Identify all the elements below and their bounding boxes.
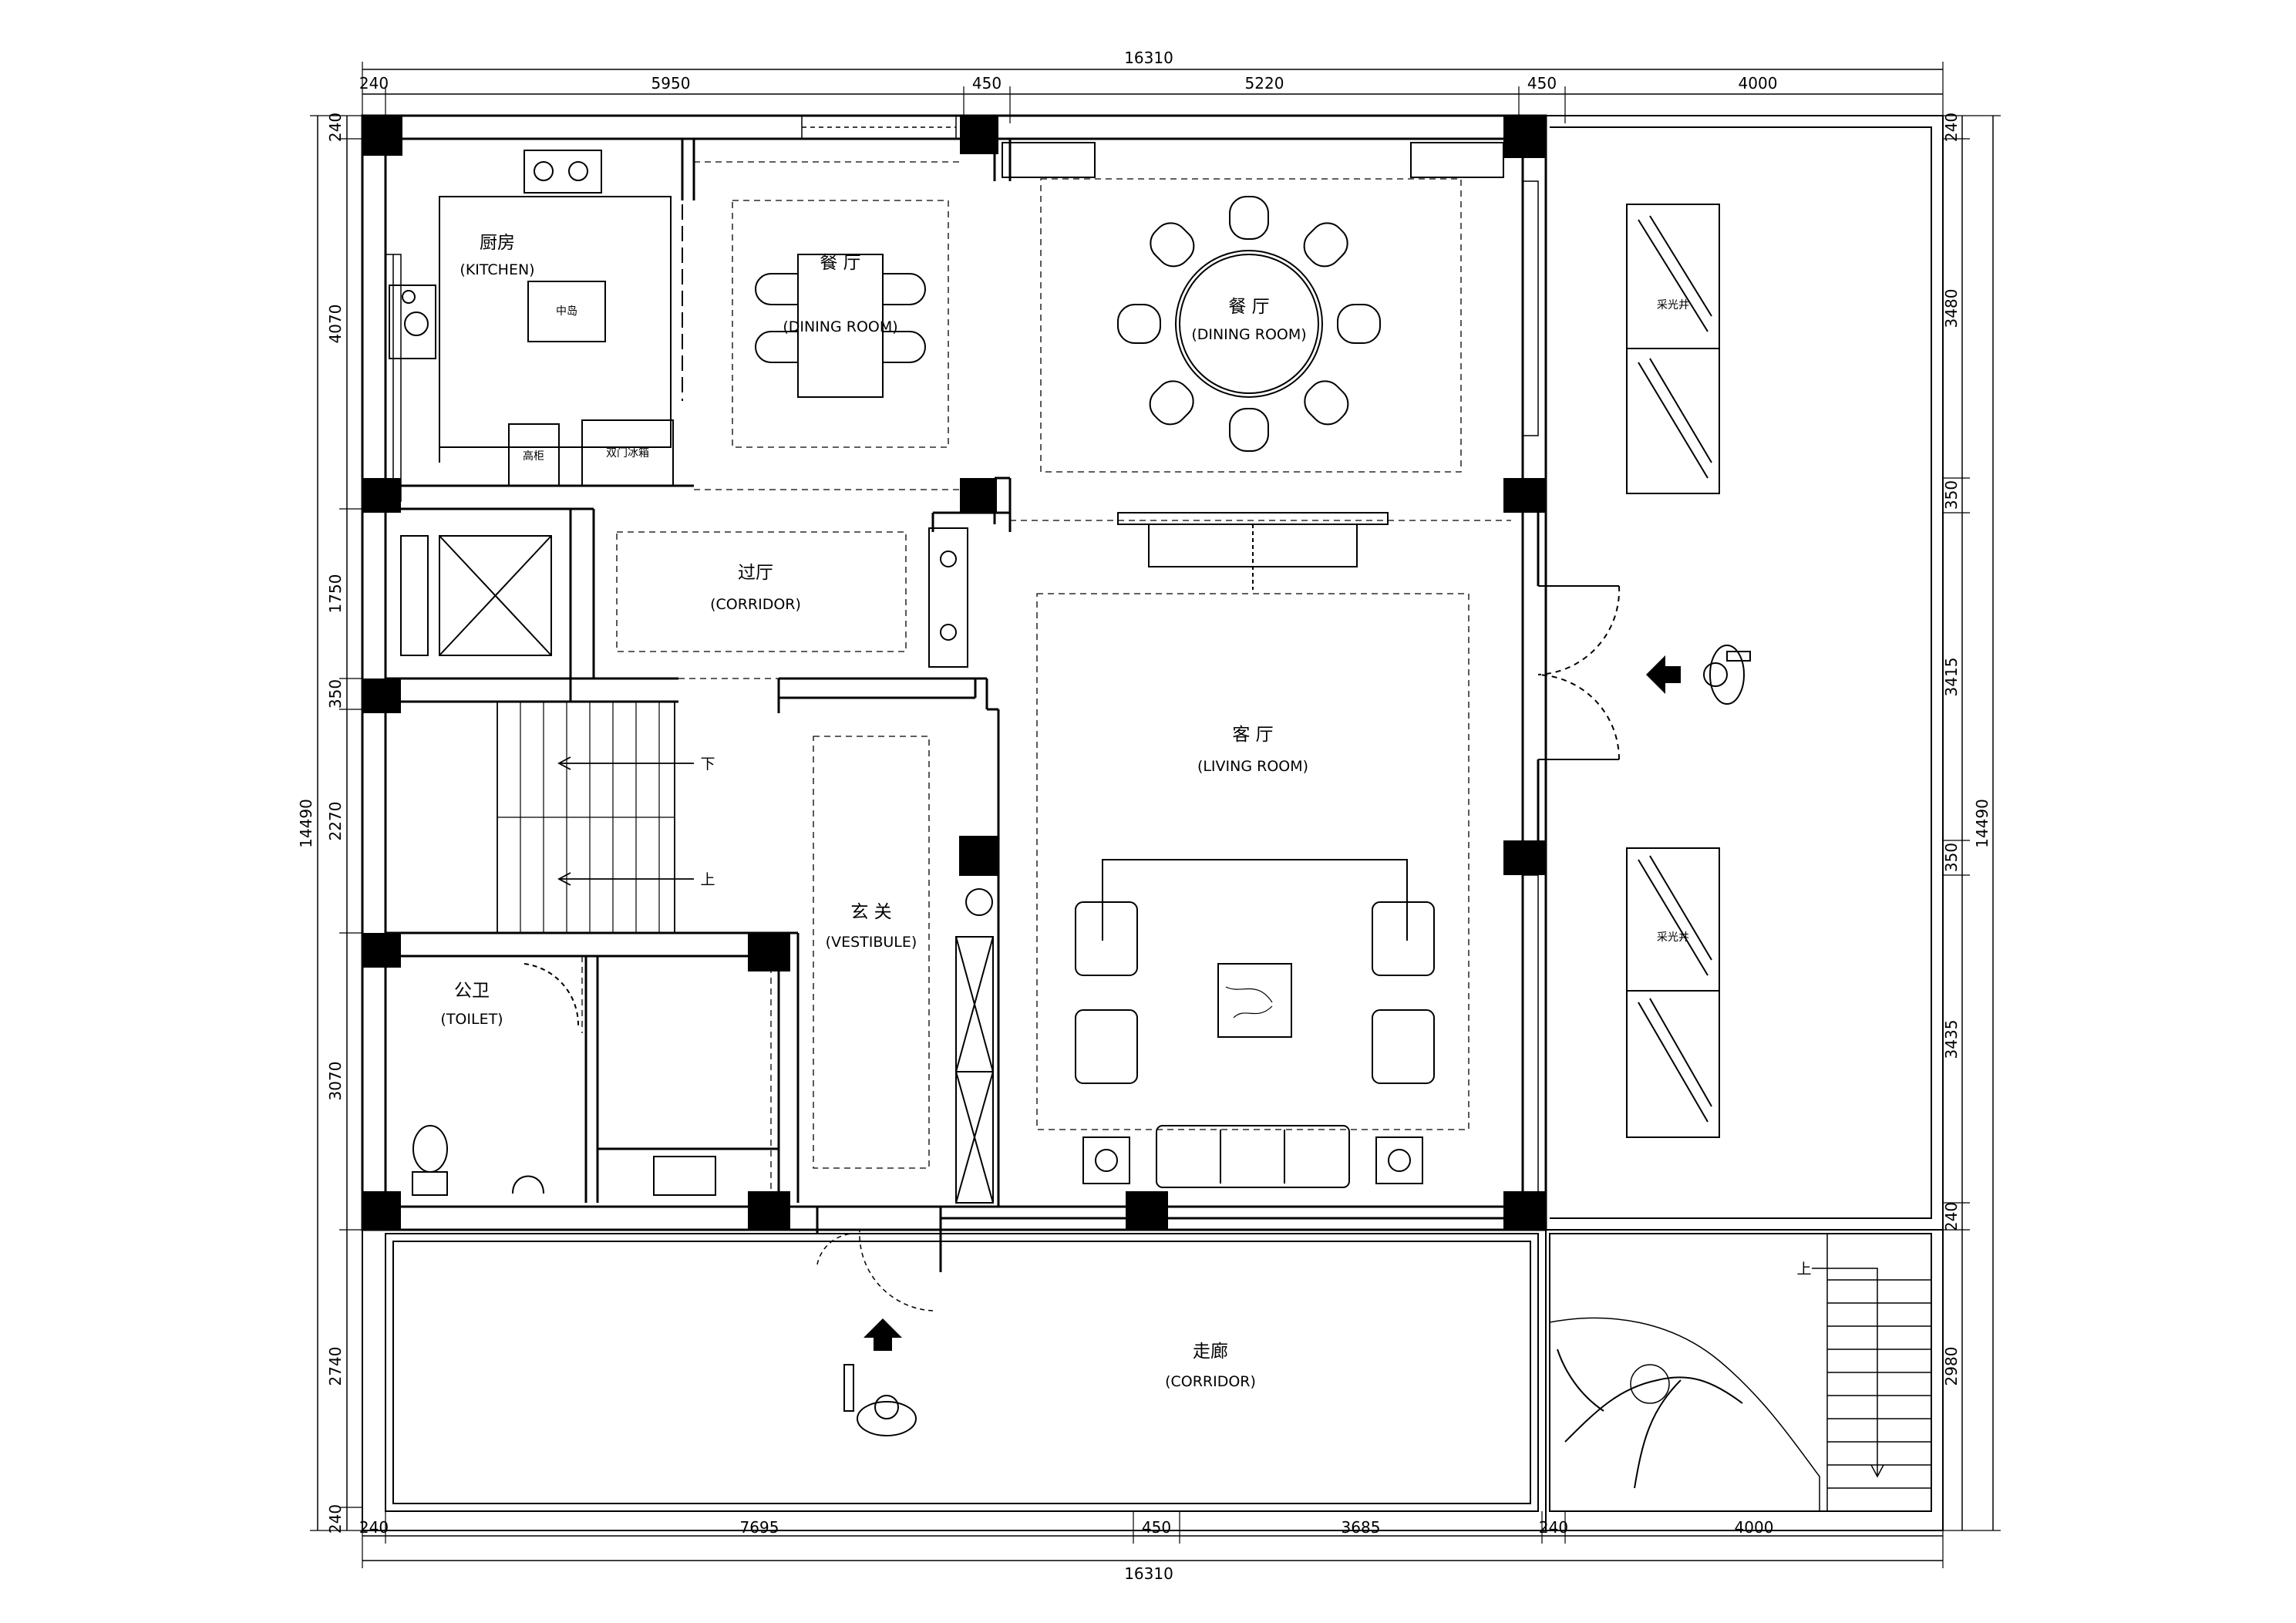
dining-large-label-en: (DINING ROOM) — [1191, 326, 1306, 343]
lightwell-bottom-label: 采光井 — [1657, 931, 1689, 944]
person-icon-right — [1703, 645, 1751, 705]
garden — [1549, 1234, 1931, 1512]
dim-bottom-5: 240 — [1539, 1518, 1568, 1537]
dim-bottom-4: 3685 — [1342, 1518, 1381, 1537]
dim-right-8: 2980 — [1942, 1347, 1961, 1386]
lightwell-top-label: 采光井 — [1657, 299, 1689, 311]
window-marks — [385, 115, 1539, 1200]
dining-table-round — [1002, 142, 1504, 452]
vestibule-cabinet — [955, 836, 999, 1204]
dim-right-5: 350 — [1942, 843, 1961, 872]
stove-burner — [568, 161, 588, 181]
dim-top-2: 5950 — [651, 74, 691, 93]
dashed-boundaries — [581, 161, 1511, 1191]
stove-burner — [534, 161, 554, 181]
living-label-zh: 客 厅 — [1232, 725, 1273, 745]
dim-left-2: 4070 — [326, 305, 345, 344]
dimension-labels: 16310 240 5950 450 5220 450 4000 240 769… — [297, 49, 1991, 1583]
stairs — [497, 701, 694, 934]
dim-left-5: 2270 — [326, 802, 345, 841]
dim-top-1: 240 — [359, 74, 389, 93]
chairs — [1117, 196, 1381, 452]
dim-left-total: 14490 — [297, 799, 315, 848]
toilet-label-en: (TOILET) — [440, 1011, 503, 1028]
dim-left-3: 1750 — [326, 574, 345, 614]
cabinet-label: 高柜 — [523, 450, 544, 463]
stairs-down-label: 下 — [700, 756, 715, 773]
dim-left-1: 240 — [326, 113, 345, 142]
corridor-fixtures — [400, 527, 968, 668]
dim-bottom-1: 240 — [359, 1518, 389, 1537]
living-label-en: (LIVING ROOM) — [1197, 758, 1308, 775]
dining-small-label-en: (DINING ROOM) — [783, 318, 897, 335]
garden-stairs — [1812, 1234, 1931, 1511]
entrance-arrow-bottom — [864, 1318, 902, 1351]
lightwells — [1626, 204, 1720, 1138]
dim-right-4: 3415 — [1942, 658, 1961, 697]
stairs-up-label: 上 — [700, 871, 715, 888]
corridor-inner-label-en: (CORRIDOR) — [710, 596, 801, 613]
kitchen-label-zh: 厨房 — [480, 233, 515, 253]
dim-bottom-3: 450 — [1142, 1518, 1171, 1537]
dim-left-7: 2740 — [326, 1347, 345, 1386]
dim-bottom-total: 16310 — [1124, 1564, 1173, 1583]
dimension-lines — [310, 62, 2001, 1568]
dim-top-4: 5220 — [1245, 74, 1284, 93]
dining-table-small — [755, 254, 926, 398]
dining-large-label-zh: 餐 厅 — [1228, 297, 1269, 317]
dim-right-1: 240 — [1942, 113, 1961, 142]
walls — [361, 114, 1547, 1272]
dim-top-5: 450 — [1527, 74, 1557, 93]
dim-left-4: 350 — [326, 679, 345, 709]
kitchen-label-en: (KITCHEN) — [460, 261, 534, 278]
dim-left-8: 240 — [326, 1504, 345, 1534]
dim-right-total: 14490 — [1973, 799, 1991, 848]
dim-bottom-6: 4000 — [1735, 1518, 1774, 1537]
dim-top-3: 450 — [972, 74, 1002, 93]
dim-top-total: 16310 — [1124, 49, 1173, 67]
kitchen-fixtures — [389, 150, 683, 487]
dim-right-3: 350 — [1942, 480, 1961, 510]
dining-small-label-zh: 餐 厅 — [820, 253, 860, 273]
columns — [362, 116, 1546, 1230]
entrance-arrow-right — [1646, 655, 1681, 694]
entry-door — [816, 1229, 934, 1312]
island-label: 中岛 — [556, 305, 577, 318]
dim-bottom-2: 7695 — [740, 1518, 779, 1537]
corridor-inner-label-zh: 过厅 — [738, 563, 773, 583]
dim-top-6: 4000 — [1739, 74, 1778, 93]
dim-left-6: 3070 — [326, 1062, 345, 1101]
toilet-fixtures — [412, 963, 716, 1196]
corridor-outer-label-en: (CORRIDOR) — [1165, 1373, 1256, 1390]
fridge-label: 双门冰箱 — [606, 447, 649, 460]
dim-right-6: 3435 — [1942, 1020, 1961, 1059]
toilet-label-zh: 公卫 — [454, 981, 490, 1001]
vestibule-label-zh: 玄 关 — [850, 902, 891, 922]
dim-right-7: 240 — [1942, 1202, 1961, 1231]
garden-stairs-up-label: 上 — [1796, 1261, 1811, 1278]
living-fixtures — [1075, 512, 1621, 1188]
corridor-outer-label-zh: 走廊 — [1193, 1342, 1228, 1362]
dim-right-2: 3480 — [1942, 289, 1961, 328]
room-labels: 厨房 (KITCHEN) 中岛 双门冰箱 高柜 餐 厅 (DINING ROOM… — [440, 233, 1811, 1390]
vestibule-label-en: (VESTIBULE) — [826, 934, 917, 951]
person-icon-bottom — [843, 1364, 917, 1436]
